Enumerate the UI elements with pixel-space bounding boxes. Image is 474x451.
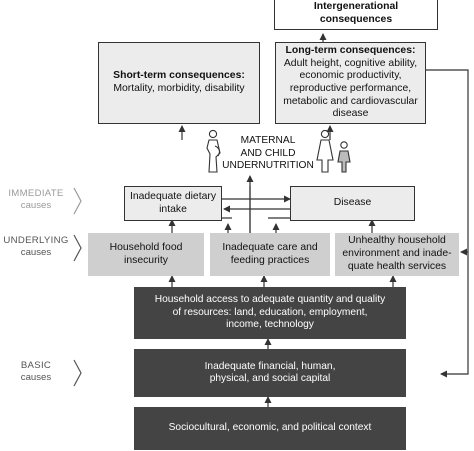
immediate-sub: causes <box>20 199 52 211</box>
long-term-line-4: metabolic and cardiovascular <box>283 95 418 107</box>
household-food-insecurity-box: Household food insecurity <box>88 233 204 276</box>
unhealthy-environment-box: Unhealthy household environment and inad… <box>335 233 459 276</box>
household-access-resources-box: Household access to adequate quantity an… <box>134 287 406 339</box>
short-term-consequences-box: Short-term consequences: Mortality, morb… <box>98 42 260 124</box>
basic-causes-label: BASIC causes <box>0 360 72 384</box>
food-line-1: Household food <box>109 241 183 253</box>
disease-label: Disease <box>333 197 372 209</box>
underlying-sub: causes <box>20 246 52 258</box>
long-term-line-1: Adult height, cognitive ability, <box>283 57 418 69</box>
immediate-title: IMMEDIATE <box>8 188 64 199</box>
basic-title: BASIC <box>20 360 52 371</box>
sociocultural-context-box: Sociocultural, economic, and political c… <box>134 407 406 450</box>
context-label: Sociocultural, economic, and political c… <box>168 422 372 434</box>
capital-line-2: physical, and social capital <box>209 373 331 384</box>
short-term-title: Short-term consequences: <box>113 70 245 82</box>
intergenerational-consequences-box: Intergenerational consequences <box>274 0 438 30</box>
inadequate-care-feeding-box: Inadequate care and feeding practices <box>210 233 330 276</box>
long-term-line-2: economic productivity, <box>299 70 402 82</box>
long-term-line-3: reproductive performance, <box>289 83 412 94</box>
access-line-1: Household access to adequate quantity an… <box>154 294 386 306</box>
immediate-causes-label: IMMEDIATE causes <box>0 188 72 212</box>
center-label-line-3: UNDERNUTRITION <box>222 160 314 172</box>
access-line-2: of resources: land, education, employmen… <box>172 306 368 318</box>
disease-box: Disease <box>290 186 415 221</box>
short-term-body: Mortality, morbidity, disability <box>113 83 245 94</box>
maternal-child-undernutrition-label: MATERNAL AND CHILD UNDERNUTRITION <box>222 134 314 174</box>
intergenerational-line-2: consequences <box>319 14 393 25</box>
care-line-1: Inadequate care and <box>222 241 318 253</box>
capital-line-1: Inadequate financial, human, <box>204 360 336 372</box>
center-label-line-2: AND CHILD <box>240 147 296 159</box>
intergenerational-line-1: Intergenerational <box>313 1 399 13</box>
inadequate-capital-box: Inadequate financial, human, physical, a… <box>134 349 406 397</box>
environment-line-3: quate health services <box>347 260 447 272</box>
center-label-line-1: MATERNAL <box>240 135 296 147</box>
access-line-3: income, technology <box>226 319 314 331</box>
dietary-line-1: Inadequate dietary <box>129 190 217 202</box>
food-line-2: insecurity <box>124 254 168 266</box>
underlying-title: UNDERLYING <box>3 235 69 246</box>
environment-line-2: environment and inade- <box>342 248 452 260</box>
care-line-2: feeding practices <box>230 254 310 266</box>
environment-line-1: Unhealthy household <box>348 235 446 247</box>
dietary-line-2: intake <box>159 203 187 215</box>
long-term-consequences-box: Long-term consequences: Adult height, co… <box>275 42 426 124</box>
long-term-title: Long-term consequences: <box>285 44 416 56</box>
underlying-causes-label: UNDERLYING causes <box>0 235 72 259</box>
long-term-line-5: disease <box>332 108 369 120</box>
basic-sub: causes <box>20 371 52 383</box>
inadequate-dietary-intake-box: Inadequate dietary intake <box>124 186 222 221</box>
